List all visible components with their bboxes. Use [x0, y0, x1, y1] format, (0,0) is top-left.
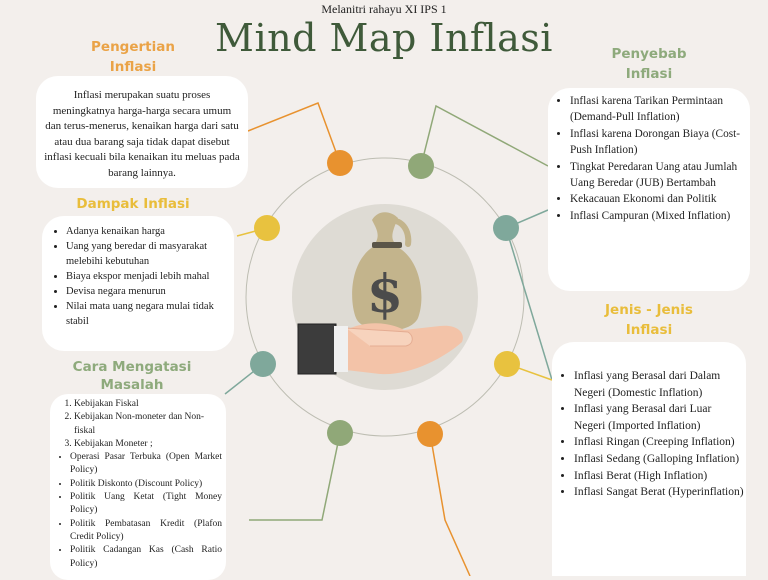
- penyebab-list: Inflasi karena Tarikan Permintaan (Deman…: [554, 93, 746, 224]
- list-item: Tingkat Peredaran Uang atau Jumlah Uang …: [570, 159, 746, 192]
- list-item: Politik Cadangan Kas (Cash Ratio Policy): [70, 544, 222, 571]
- line-teal-jenis: [505, 227, 553, 381]
- list-item: Kekacauan Ekonomi dan Politik: [570, 191, 746, 207]
- list-item: Kebijakan Moneter ;: [74, 438, 222, 451]
- cara-numbered-list: Kebijakan Fiskal Kebijakan Non-moneter d…: [56, 398, 222, 451]
- list-item: Inflasi Sangat Berat (Hyperinflation): [574, 484, 744, 501]
- card-cara: Kebijakan Fiskal Kebijakan Non-moneter d…: [50, 394, 226, 580]
- list-item: Politik Diskonto (Discount Policy): [70, 478, 222, 491]
- list-item: Operasi Pasar Terbuka (Open Market Polic…: [70, 451, 222, 478]
- list-item: Inflasi Sedang (Galloping Inflation): [574, 451, 744, 468]
- line-bottom-green: [249, 432, 341, 521]
- node-teal-right: [493, 215, 519, 241]
- author-name: Melanitri rahayu XI IPS 1: [321, 2, 447, 16]
- node-green-top: [408, 153, 434, 179]
- jenis-list: Inflasi yang Berasal dari Dalam Negeri (…: [558, 368, 744, 501]
- list-item: Adanya kenaikan harga: [66, 224, 228, 239]
- heading-jenis: Jenis - Jenis Inflasi: [605, 302, 693, 338]
- dampak-list: Adanya kenaikan harga Uang yang beredar …: [50, 224, 228, 329]
- dollar-sign-icon: $: [367, 264, 403, 325]
- list-item: Devisa negara menurun: [66, 284, 228, 299]
- card-jenis: Inflasi yang Berasal dari Dalam Negeri (…: [552, 342, 746, 576]
- heading-penyebab: Penyebab Inflasi: [611, 46, 687, 82]
- list-item: Inflasi Campuran (Mixed Inflation): [570, 208, 746, 224]
- list-item: Biaya ekspor menjadi lebih mahal: [66, 269, 228, 284]
- list-item: Inflasi karena Tarikan Permintaan (Deman…: [570, 93, 746, 126]
- node-yellow-right: [494, 351, 520, 377]
- page-title: Mind Map Inflasi: [215, 16, 553, 60]
- node-orange-bottom: [417, 421, 443, 447]
- list-item: Inflasi Ringan (Creeping Inflation): [574, 434, 744, 451]
- card-pengertian: Inflasi merupakan suatu proses meningkat…: [36, 76, 248, 188]
- orbit-ring: [245, 157, 525, 437]
- line-bottom-orange: [429, 432, 471, 576]
- list-item: Uang yang beredar di masyarakat melebihi…: [66, 239, 228, 269]
- heading-pengertian: Pengertian Inflasi: [91, 39, 175, 75]
- node-orange-top: [327, 150, 353, 176]
- line-pengertian: [247, 102, 341, 164]
- list-item: Kebijakan Non-moneter dan Non-fiskal: [74, 411, 222, 438]
- card-penyebab: Inflasi karena Tarikan Permintaan (Deman…: [548, 88, 750, 291]
- list-item: Inflasi yang Berasal dari Dalam Negeri (…: [574, 368, 744, 401]
- list-item: Politik Pembatasan Kredit (Plafon Credit…: [70, 518, 222, 545]
- money-bag-on-hand-icon: $: [292, 204, 478, 390]
- list-item: Nilai mata uang negara mulai tidak stabi…: [66, 299, 228, 329]
- money-bag: [352, 242, 422, 331]
- list-item: Politik Uang Ketat (Tight Money Policy): [70, 491, 222, 518]
- sleeve: [297, 323, 337, 375]
- list-item: Inflasi yang Berasal dari Luar Negeri (I…: [574, 401, 744, 434]
- pengertian-text: Inflasi merupakan suatu proses meningkat…: [44, 89, 240, 179]
- node-teal-left: [250, 351, 276, 377]
- list-item: Inflasi Berat (High Inflation): [574, 468, 744, 485]
- card-dampak: Adanya kenaikan harga Uang yang beredar …: [42, 216, 234, 351]
- line-penyebab: [420, 104, 549, 167]
- heading-dampak: Dampak Inflasi: [76, 196, 190, 212]
- list-item: Inflasi karena Dorongan Biaya (Cost-Push…: [570, 126, 746, 159]
- heading-cara: Cara Mengatasi Masalah Inflasi: [72, 359, 192, 411]
- list-item: Kebijakan Fiskal: [74, 398, 222, 411]
- node-green-bottom: [327, 420, 353, 446]
- cara-bullet-list: Operasi Pasar Terbuka (Open Market Polic…: [56, 451, 222, 571]
- node-yellow-left: [254, 215, 280, 241]
